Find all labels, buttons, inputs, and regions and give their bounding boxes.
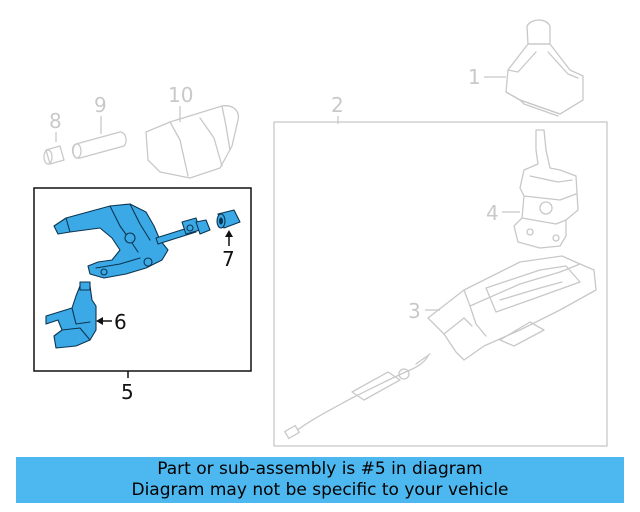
shift-cable: [284, 353, 431, 440]
part-5-box: [33, 187, 252, 372]
part-5-adjuster-rod[interactable]: [155, 217, 211, 245]
leader-6-arrow: [96, 317, 103, 325]
info-banner: Part or sub-assembly is #5 in diagram Di…: [16, 457, 624, 503]
callout-6: 6: [114, 310, 127, 334]
part-3-console-bracket[interactable]: [427, 255, 597, 361]
banner-line-1: Part or sub-assembly is #5 in diagram: [157, 459, 483, 479]
part-9-grip[interactable]: [71, 131, 127, 159]
callout-4: 4: [486, 201, 499, 225]
callout-1: 1: [468, 65, 481, 89]
callout-8: 8: [49, 109, 62, 133]
assembly-frame: [273, 121, 608, 447]
banner-line-2: Diagram may not be specific to your vehi…: [131, 480, 509, 500]
part-7-sleeve[interactable]: [216, 209, 241, 229]
parts-diagram: 1 2 4 3 8: [33, 19, 608, 447]
callout-3: 3: [408, 299, 421, 323]
part-1-shift-boot[interactable]: [505, 19, 584, 117]
callout-5: 5: [121, 380, 134, 404]
part-8-bushing[interactable]: [43, 145, 65, 165]
leader-7-arrow: [225, 230, 233, 237]
callout-7: 7: [222, 247, 235, 271]
callout-9: 9: [94, 93, 107, 117]
part-10-lever-boot[interactable]: [145, 105, 240, 179]
callout-2: 2: [331, 93, 344, 117]
part-5-handbrake-lever[interactable]: [53, 203, 169, 279]
part-4-shifter-mechanism[interactable]: [513, 129, 579, 249]
part-6-bracket[interactable]: [45, 281, 97, 349]
callout-10: 10: [168, 83, 193, 107]
